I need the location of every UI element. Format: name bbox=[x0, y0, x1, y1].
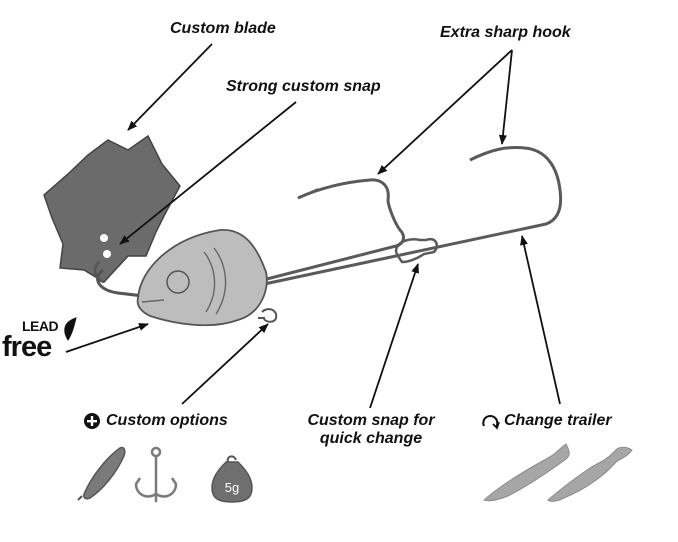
arrow-lead-free bbox=[65, 323, 149, 353]
custom-snap-line1: Custom snap for bbox=[307, 412, 435, 429]
head-eye bbox=[166, 270, 190, 294]
snap-loop bbox=[93, 260, 105, 284]
custom-blade-label: Custom blade bbox=[170, 20, 276, 37]
snap-wire bbox=[96, 268, 161, 300]
arrow-custom-blade bbox=[127, 43, 213, 131]
lure-head bbox=[136, 229, 268, 327]
extra-sharp-hook-label: Extra sharp hook bbox=[440, 24, 571, 41]
arrow-custom-options bbox=[181, 323, 269, 405]
hook-point-1 bbox=[297, 188, 319, 199]
head-tie-eye bbox=[258, 308, 278, 323]
quick-snap bbox=[394, 237, 438, 264]
custom-snap-label: Custom snap for quick change bbox=[296, 412, 446, 448]
hook-point-2 bbox=[469, 151, 491, 161]
hook-shank-2 bbox=[254, 146, 563, 288]
arrow-hook-2 bbox=[498, 49, 513, 145]
strong-custom-snap-label: Strong custom snap bbox=[226, 78, 381, 95]
sinker-weight-icon: 5g bbox=[211, 455, 253, 503]
treble-hook-icon bbox=[134, 446, 178, 503]
spoon-lure-icon bbox=[77, 446, 126, 501]
blade-hole bbox=[100, 234, 108, 242]
plus-circle-icon bbox=[84, 413, 100, 429]
head-gill bbox=[213, 247, 227, 315]
hook-shank-1 bbox=[254, 178, 405, 284]
soft-trailer-icon bbox=[483, 443, 633, 502]
head-mouth bbox=[141, 299, 165, 303]
blade-hole bbox=[103, 250, 111, 258]
arrow-quick-snap bbox=[369, 263, 419, 409]
change-trailer-label: Change trailer bbox=[504, 412, 612, 429]
arrow-hook-1 bbox=[377, 49, 513, 175]
custom-options-label: Custom options bbox=[106, 412, 228, 429]
leaf-icon bbox=[64, 317, 77, 341]
arrow-strong-snap bbox=[119, 101, 297, 245]
lead-free-badge: LEAD free bbox=[2, 318, 82, 368]
weight-label: 5g bbox=[225, 480, 239, 495]
custom-snap-line2: quick change bbox=[319, 430, 423, 447]
blade-shape bbox=[43, 134, 181, 283]
lead-text: LEAD bbox=[22, 318, 59, 334]
arrow-change-trailer bbox=[520, 235, 561, 405]
free-text: free bbox=[2, 331, 52, 363]
refresh-icon bbox=[482, 414, 500, 430]
head-gill bbox=[203, 251, 216, 313]
